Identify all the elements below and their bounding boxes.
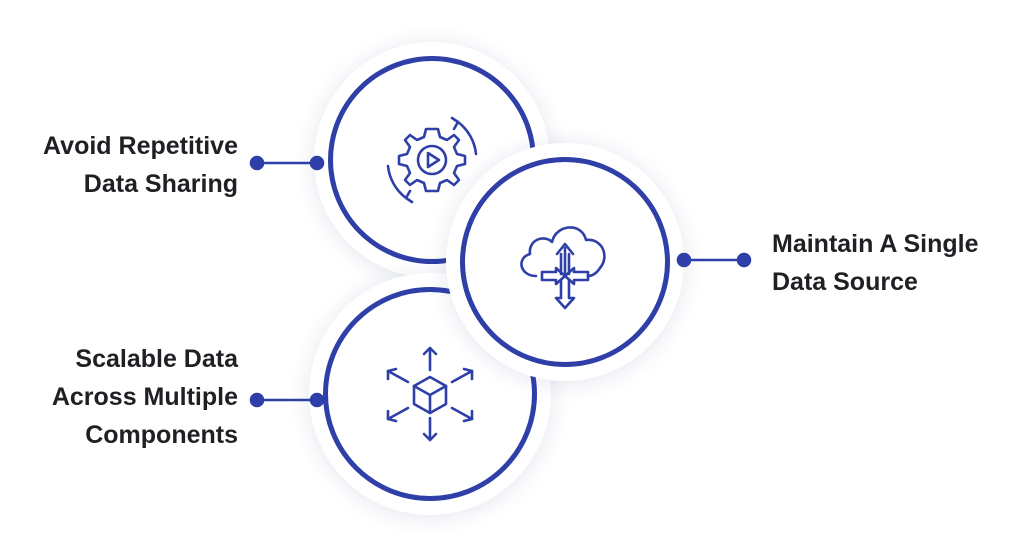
label-scalable: Scalable Data Across Multiple Components bbox=[52, 340, 238, 454]
label-line: Across Multiple bbox=[51, 383, 238, 411]
cube-expand-icon bbox=[386, 346, 474, 442]
label-line: Scalable Data bbox=[75, 345, 238, 373]
label-line: Maintain A Single bbox=[772, 230, 979, 258]
label-line: Data Sharing bbox=[83, 170, 238, 198]
benefit-circle-avoid-repetitive bbox=[328, 56, 536, 264]
label-line: Avoid Repetitive bbox=[43, 132, 238, 160]
label-line: Components bbox=[85, 421, 238, 449]
label-single-source: Maintain A Single Data Source bbox=[772, 225, 979, 301]
benefit-circle-single-source bbox=[460, 157, 670, 367]
label-line: Data Source bbox=[772, 268, 918, 296]
connector-dot bbox=[249, 155, 265, 171]
label-avoid-repetitive: Avoid Repetitive Data Sharing bbox=[43, 127, 238, 203]
connector-dot bbox=[736, 252, 752, 268]
connector-dot bbox=[309, 155, 325, 171]
connector-dot bbox=[309, 392, 325, 408]
gear-play-cycle-icon bbox=[386, 116, 478, 204]
connector-dot bbox=[676, 252, 692, 268]
cloud-arrows-icon bbox=[520, 226, 606, 310]
connector-dot bbox=[249, 392, 265, 408]
